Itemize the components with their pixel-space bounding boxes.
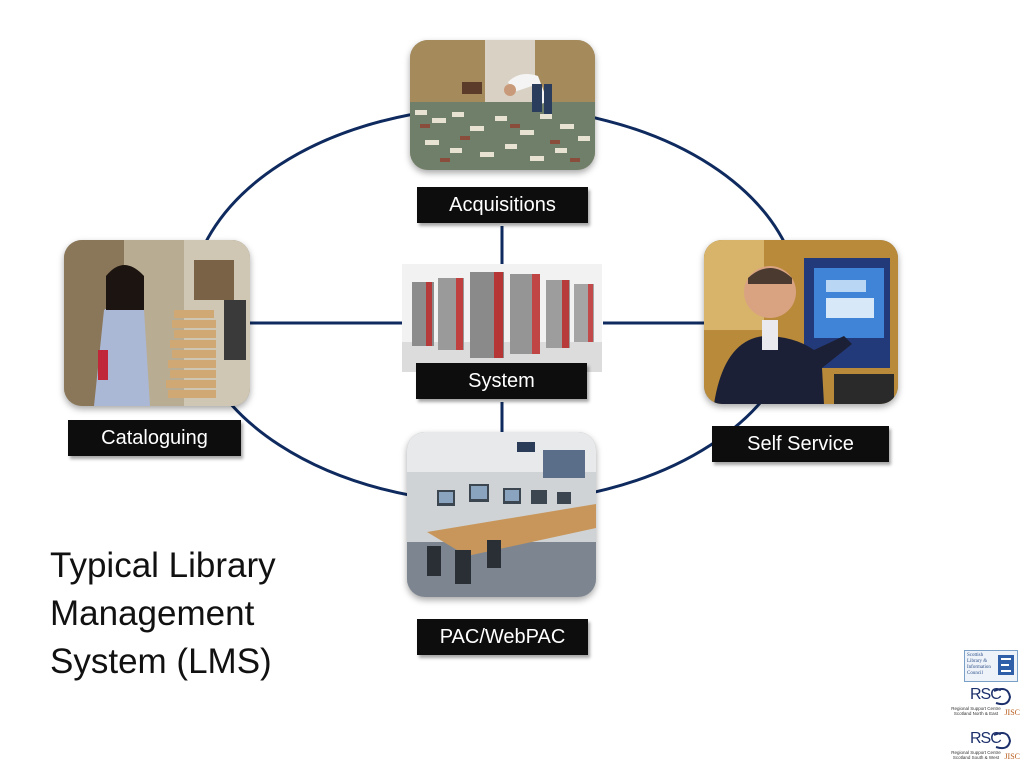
pac-photo [407, 432, 596, 597]
rsc-swirl-icon [993, 732, 1012, 750]
council-line-3: Information [967, 665, 991, 670]
rsc-south-west-logo: RSC Regional Support Centre Scotland Sou… [944, 730, 1024, 766]
cataloguing-photo [64, 240, 250, 406]
title-line-1: Typical Library [50, 546, 276, 585]
rsc-north-east-logo: RSC Regional Support Centre Scotland Nor… [944, 686, 1024, 722]
rsc-sw-subtitle: Regional Support Centre Scotland South &… [951, 750, 1001, 760]
cataloguing-label: Cataloguing [68, 420, 241, 456]
system-photo [402, 264, 602, 372]
rsc-ne-subtitle: Regional Support Centre Scotland North &… [951, 706, 1001, 716]
acquisitions-photo [410, 40, 595, 170]
self-service-photo [704, 240, 898, 404]
council-logo-text: Scottish Library & Information Council [967, 653, 995, 677]
council-line-1: Scottish [967, 653, 984, 658]
rsc-ne-partner: JISC [1004, 708, 1020, 717]
self-service-label: Self Service [712, 426, 889, 462]
title-line-2: Management [50, 594, 255, 633]
system-label: System [416, 363, 587, 399]
council-logo-icon [998, 655, 1014, 675]
slide-title: Typical Library Management System (LMS) [50, 542, 380, 686]
partner-logos: Scottish Library & Information Council R… [944, 648, 1024, 768]
rsc-sw-partner: JISC [1004, 752, 1020, 761]
rsc-swirl-icon [993, 688, 1012, 706]
acquisitions-label: Acquisitions [417, 187, 588, 223]
title-line-3: System (LMS) [50, 642, 272, 681]
council-line-4: Council [967, 671, 983, 676]
council-line-2: Library & [967, 659, 988, 664]
pac-label: PAC/WebPAC [417, 619, 588, 655]
scottish-library-council-logo: Scottish Library & Information Council [964, 650, 1018, 682]
